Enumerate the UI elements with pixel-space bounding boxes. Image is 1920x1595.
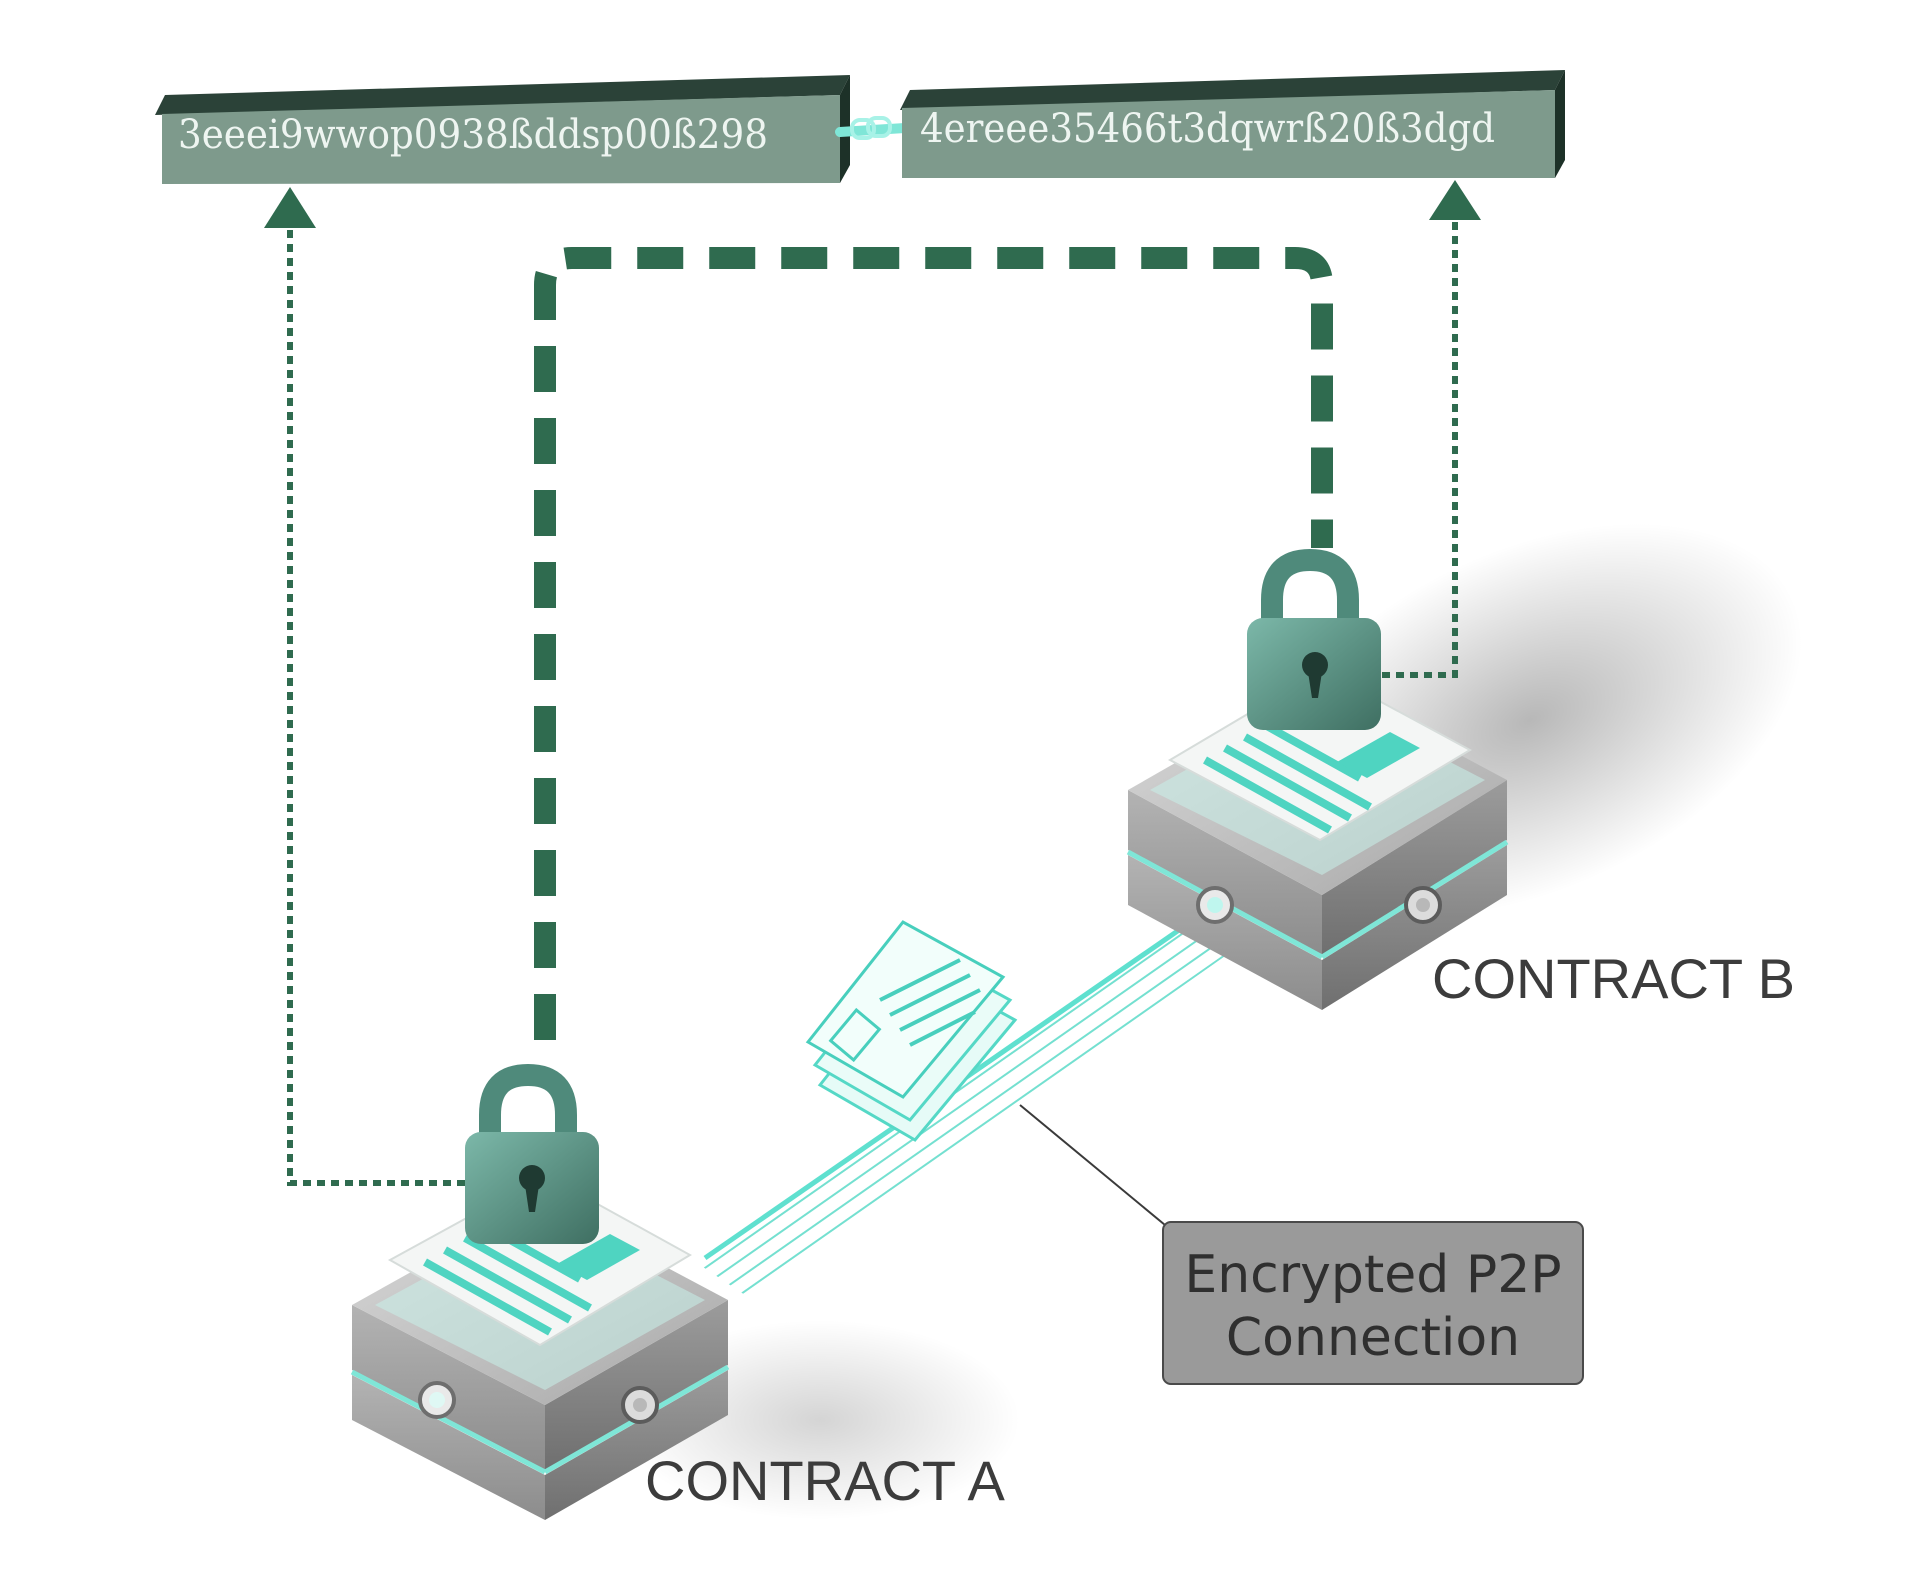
connection-callout: Encrypted P2P Connection [1019, 1104, 1584, 1385]
padlock-icon-a [465, 1063, 599, 1244]
hash-block-right: 4ereee35466t3dqwrß20ß3dgd [900, 70, 1565, 178]
hash-block-left: 3eeei9wwop0938ßddsp00ß298 [155, 75, 850, 184]
contract-b-node [1126, 548, 1509, 1010]
chain-link-icon [835, 116, 910, 140]
hash-text-left: 3eeei9wwop0938ßddsp00ß298 [178, 112, 768, 158]
contract-b-label: CONTRACT B [1432, 947, 1795, 1010]
data-packet-icon [805, 920, 1018, 1142]
padlock-icon-b [1247, 548, 1381, 730]
callout-line-1: Encrypted P2P [1184, 1245, 1561, 1305]
contract-link-dashed-line [534, 247, 1333, 1040]
dotted-arrow-contract-a [264, 187, 465, 1186]
contract-a-label: CONTRACT A [645, 1449, 1006, 1512]
contract-a-node [350, 1063, 730, 1520]
dotted-arrow-contract-b [1382, 180, 1481, 678]
callout-line-2: Connection [1226, 1308, 1520, 1368]
hash-text-right: 4ereee35466t3dqwrß20ß3dgd [920, 106, 1495, 152]
document-icon-b [1167, 668, 1473, 842]
